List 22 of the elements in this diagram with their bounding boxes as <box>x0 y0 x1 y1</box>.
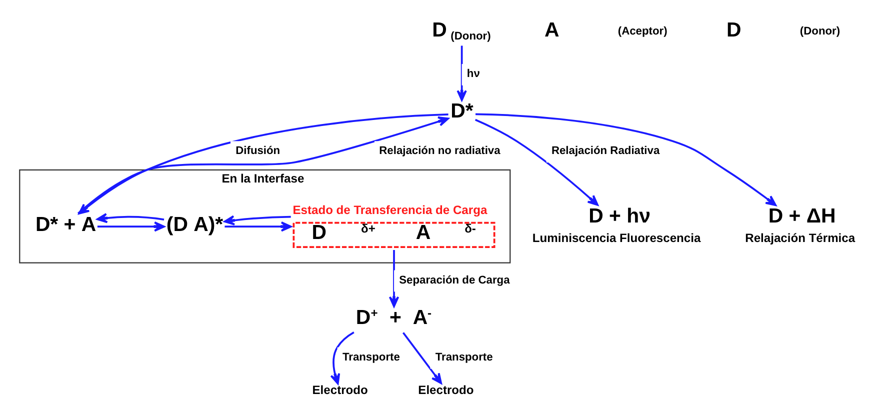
label: (Aceptor) <box>618 25 668 38</box>
edge-label: Transporte <box>435 351 493 364</box>
edge-label: Transporte <box>342 351 400 364</box>
edge-label: Difusión <box>236 145 280 158</box>
edge-label: Relajación Radiativa <box>551 145 660 158</box>
node-label: (Donor) <box>450 30 491 42</box>
node-text: Electrodo <box>418 383 474 398</box>
label: D <box>726 20 742 42</box>
edge-label: Relajación no radiativa <box>379 145 500 158</box>
node-text: (D A)* <box>166 214 224 236</box>
edge-label: Separación de Carga <box>399 274 510 286</box>
edge-label: hν <box>466 68 480 80</box>
node-text: D + hν Luminiscencia Fluorescencia <box>532 205 701 245</box>
node-text: Electrodo <box>312 383 368 398</box>
node-label: Estado de Transferencia de Carga <box>292 202 488 217</box>
node-text: D+ + A- <box>356 306 432 329</box>
node-text: D + ΔH Relajación Térmica <box>745 205 856 245</box>
node-text: D* + A <box>35 214 96 236</box>
node-text: D <box>432 20 447 42</box>
label: A <box>544 20 560 42</box>
node-text: D* <box>450 100 474 123</box>
label: (Donor) <box>800 25 840 38</box>
